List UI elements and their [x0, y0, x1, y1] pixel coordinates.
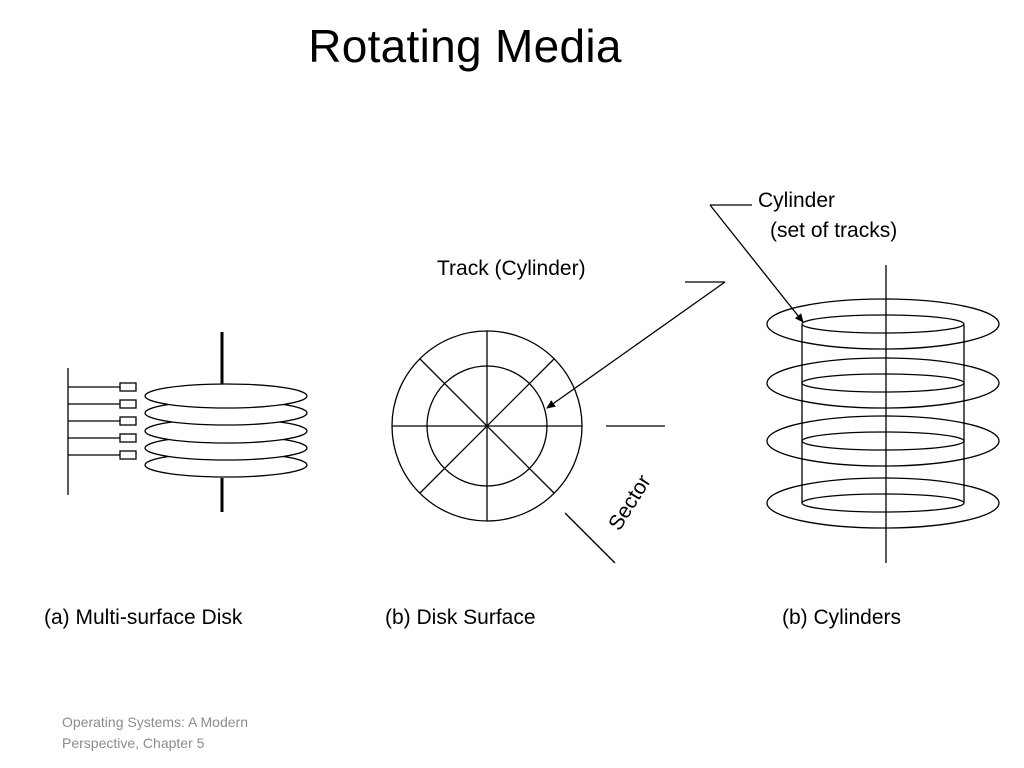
track-ring [801, 314, 965, 334]
read-write-head [119, 399, 137, 409]
read-write-head [119, 382, 137, 392]
read-write-head [119, 450, 137, 460]
track-ring [801, 431, 965, 451]
platter-ring [766, 415, 1000, 467]
track-label: Track (Cylinder) [437, 257, 586, 280]
platter [144, 383, 308, 409]
sector-pointer-line [564, 512, 616, 564]
track-arrow [546, 281, 726, 409]
cylinder-arrow [709, 204, 804, 323]
read-write-head [119, 433, 137, 443]
sector-divider [419, 358, 555, 494]
slide-title: Rotating Media [308, 20, 622, 72]
platter-ring [766, 357, 1000, 409]
footer-line-2: Perspective, Chapter 5 [62, 735, 205, 751]
caption-disk-surface: (b) Disk Surface [385, 606, 536, 629]
track-ring [801, 373, 965, 393]
read-write-head [119, 416, 137, 426]
disk-surface [391, 281, 726, 564]
multi-surface-disk [67, 332, 308, 512]
cylinders [709, 204, 1000, 563]
cylinder-sublabel: (set of tracks) [770, 219, 898, 242]
slide-footer: Operating Systems: A Modern Perspective,… [62, 712, 248, 754]
footer-line-1: Operating Systems: A Modern [62, 714, 248, 730]
caption-cylinders: (b) Cylinders [782, 606, 902, 629]
track-ring [801, 493, 965, 513]
cylinder-label: Cylinder [758, 189, 836, 212]
platter-ring [766, 477, 1000, 529]
caption-multi-surface-disk: (a) Multi-surface Disk [44, 606, 243, 629]
platter-ring [766, 298, 1000, 350]
